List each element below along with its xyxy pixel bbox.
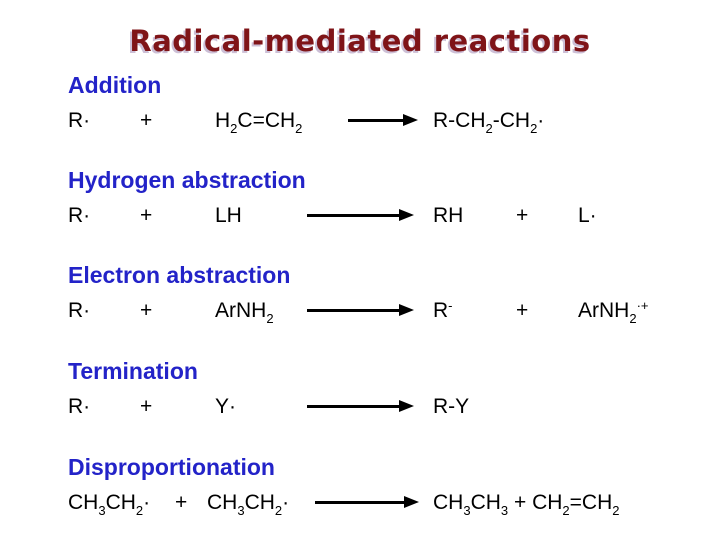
product-1: R- xyxy=(433,298,453,322)
plus-sign: + xyxy=(140,204,153,227)
product-2: ArNH2·+ xyxy=(578,298,649,326)
reaction-row: R· + LH RH + L· xyxy=(0,203,720,237)
section-heading: Disproportionation xyxy=(68,454,275,480)
product-1: R-CH2-CH2· xyxy=(433,109,545,136)
reaction-arrow-icon xyxy=(307,400,414,412)
section-disproportionation: Disproportionation CH3CH2· + CH3CH2· CH3… xyxy=(0,454,720,544)
plus-sign: + xyxy=(140,109,153,132)
product-1: CH3CH3 + CH2=CH2 xyxy=(433,491,620,518)
slide-title: Radical-mediated reactions xyxy=(129,24,591,58)
section-heading: Electron abstraction xyxy=(68,262,291,288)
plus-sign: + xyxy=(140,395,153,418)
reactant-2: H2C=CH2 xyxy=(215,109,303,136)
section-termination: Termination R· + Y· R-Y xyxy=(0,358,720,448)
reactant-2: Y· xyxy=(215,395,236,418)
reaction-row: R· + Y· R-Y xyxy=(0,394,720,428)
reaction-row: CH3CH2· + CH3CH2· CH3CH3 + CH2=CH2 xyxy=(0,490,720,524)
plus-sign: + xyxy=(175,491,188,514)
reactant-2: LH xyxy=(215,204,242,227)
product-1: RH xyxy=(433,204,464,227)
section-electron-abstraction: Electron abstraction R· + ArNH2 R- + ArN… xyxy=(0,262,720,352)
reactant-1: R· xyxy=(68,109,91,132)
reactant-1: R· xyxy=(68,299,91,322)
reactant-1: R· xyxy=(68,395,91,418)
section-heading: Termination xyxy=(68,358,198,384)
reactant-1: CH3CH2· xyxy=(68,491,151,518)
section-hydrogen-abstraction: Hydrogen abstraction R· + LH RH + L· xyxy=(0,167,720,257)
reactant-2: ArNH2 xyxy=(215,299,274,326)
reaction-arrow-icon xyxy=(315,496,419,508)
section-addition: Addition R· + H2C=CH2 R-CH2-CH2· xyxy=(0,72,720,162)
reaction-row: R· + ArNH2 R- + ArNH2·+ xyxy=(0,298,720,332)
product-2: L· xyxy=(578,204,597,227)
reactant-1: R· xyxy=(68,204,91,227)
reactant-2: CH3CH2· xyxy=(207,491,290,518)
plus-sign: + xyxy=(516,204,529,227)
plus-sign: + xyxy=(140,299,153,322)
section-heading: Hydrogen abstraction xyxy=(68,167,306,193)
reaction-arrow-icon xyxy=(307,304,414,316)
reaction-arrow-icon xyxy=(307,209,414,221)
plus-sign: + xyxy=(516,299,529,322)
reaction-row: R· + H2C=CH2 R-CH2-CH2· xyxy=(0,108,720,142)
section-heading: Addition xyxy=(68,72,162,98)
product-1: R-Y xyxy=(433,395,470,418)
reaction-arrow-icon xyxy=(348,114,418,126)
